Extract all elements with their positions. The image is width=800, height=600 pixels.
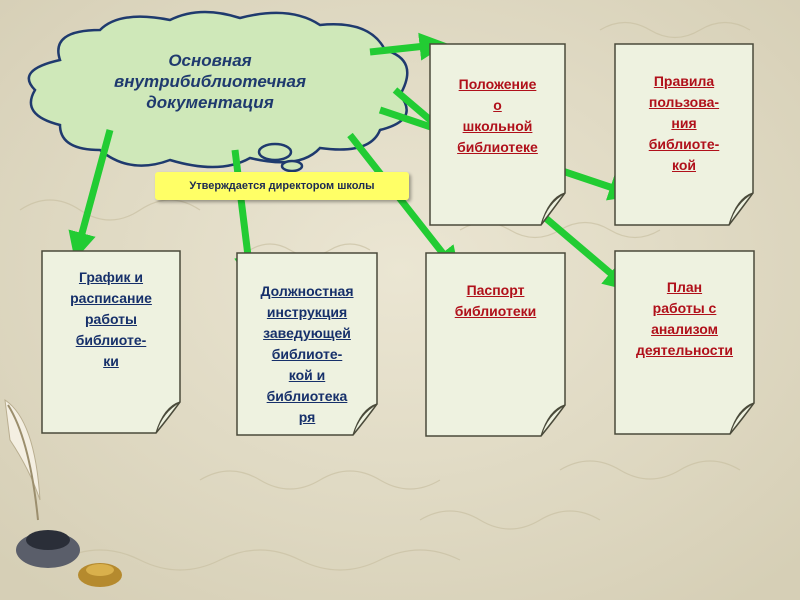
document-polozhenie-label: Положение о школьной библиотеке <box>457 76 538 155</box>
document-grafik-label: График и расписание работы библиоте- ки <box>70 269 152 369</box>
document-polozhenie: Положение о школьной библиотеке <box>429 43 566 226</box>
document-plan: План работы с анализом деятельности <box>614 250 755 435</box>
document-instrukcii-label: Должностная инструкция заведующей библио… <box>260 283 354 425</box>
main-node-title: Основная внутрибиблиотечная документация <box>114 51 306 112</box>
document-plan-label: План работы с анализом деятельности <box>635 279 734 358</box>
quill-inkwell-illustration <box>4 398 122 587</box>
document-instrukcii: Должностная инструкция заведующей библио… <box>236 252 378 436</box>
document-pasport: Паспорт библиотеки <box>425 252 566 437</box>
document-pravila-label: Правила пользова- ния библиоте- кой <box>648 73 720 173</box>
document-pasport-label: Паспорт библиотеки <box>454 282 537 319</box>
document-pravila: Правила пользова- ния библиоте- кой <box>614 43 754 226</box>
approval-note-banner: Утверждается директором школы <box>155 172 409 200</box>
document-grafik: График и расписание работы библиоте- ки <box>41 250 181 434</box>
